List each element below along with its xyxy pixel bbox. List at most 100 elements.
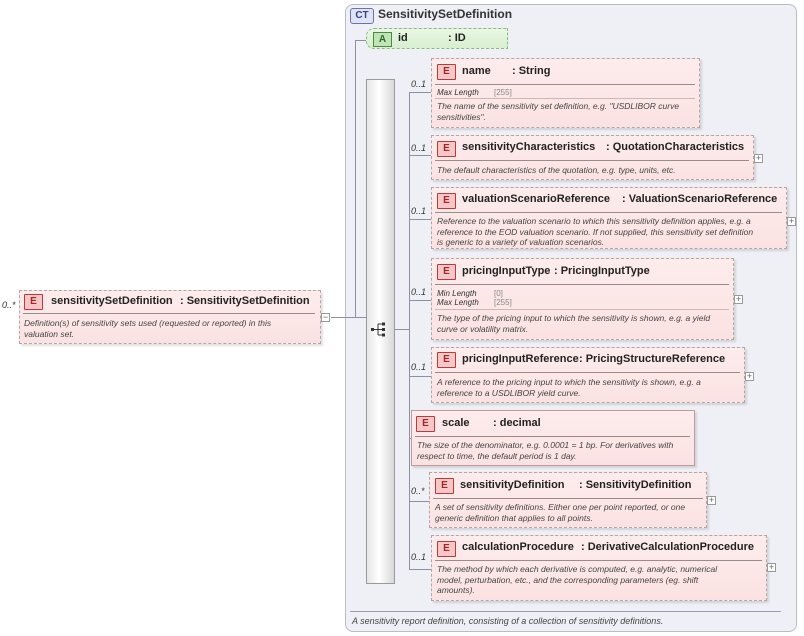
- element-sensitivity-characteristics-name: sensitivityCharacteristics: [462, 141, 596, 153]
- sensitivity-definition-cardinality: 0..*: [411, 486, 425, 496]
- attribute-id-box[interactable]: [366, 28, 508, 49]
- root-element-badge: E: [24, 294, 43, 310]
- element-valuation-scenario-reference-documentation: Reference to the valuation scenario to w…: [437, 216, 754, 247]
- element-name-type: : String: [512, 65, 551, 77]
- root-element-type: : SensitivitySetDefinition: [180, 295, 310, 307]
- valuation-scenario-reference-cardinality: 0..1: [411, 206, 427, 216]
- root-element-name: sensitivitySetDefinition: [51, 295, 173, 307]
- element-valuation-scenario-reference-box[interactable]: [431, 187, 787, 249]
- branch-line-valuation-scenario-reference: [409, 219, 431, 220]
- element-calculation-procedure-name: calculationProcedure: [462, 541, 574, 553]
- branch-line-pricing-input-type: [409, 300, 431, 301]
- element-name-documentation: The name of the sensitivity set definiti…: [437, 101, 680, 122]
- element-pricing-input-type-facet-min-label: Min Length: [437, 289, 477, 298]
- element-scale-documentation: The size of the denominator, e.g. 0.0001…: [417, 440, 674, 461]
- attribute-connector: [355, 40, 368, 41]
- branch-line-sensitivity-characteristics: [409, 155, 431, 156]
- root-documentation: Definition(s) of sensitivity sets used (…: [24, 318, 272, 339]
- element-pricing-input-reference-box[interactable]: [431, 347, 745, 403]
- element-sensitivity-definition-type: : SensitivityDefinition: [579, 479, 692, 491]
- element-name-facet-label: Max Length: [437, 88, 479, 97]
- complex-type-footer-divider: [350, 611, 781, 612]
- complex-type-badge: CT: [350, 8, 374, 24]
- element-calculation-procedure-expand[interactable]: +: [767, 562, 776, 572]
- element-name-separator-2: [435, 98, 695, 99]
- element-pricing-input-type-badge: E: [437, 264, 456, 280]
- element-valuation-scenario-reference-type: : ValuationScenarioReference: [622, 193, 778, 205]
- sensitivity-characteristics-cardinality: 0..1: [411, 143, 427, 153]
- element-sensitivity-characteristics-badge: E: [437, 141, 456, 157]
- element-name-badge: E: [437, 64, 456, 80]
- element-sensitivity-definition-name: sensitivityDefinition: [460, 479, 565, 491]
- element-scale-box[interactable]: [411, 410, 695, 466]
- element-calculation-procedure-separator: [435, 560, 762, 561]
- element-pricing-input-type-documentation: The type of the pricing input to which t…: [437, 313, 711, 334]
- element-calculation-procedure-box[interactable]: [431, 535, 767, 601]
- sequence-compositor[interactable]: [366, 79, 395, 584]
- element-pricing-input-reference-documentation: A reference to the pricing input to whic…: [437, 377, 701, 398]
- element-name-box[interactable]: [431, 58, 700, 128]
- element-name-name: name: [462, 65, 491, 77]
- calculation-procedure-cardinality: 0..1: [411, 552, 427, 562]
- element-pricing-input-reference-expand[interactable]: +: [745, 371, 754, 381]
- element-pricing-input-reference-name: pricingInputReference: [462, 353, 579, 365]
- element-pricing-input-type-facet-max-label: Max Length: [437, 298, 479, 307]
- sequence-connector: [355, 317, 366, 318]
- element-sensitivity-definition-box[interactable]: [429, 472, 707, 528]
- element-pricing-input-reference-type: : PricingStructureReference: [579, 353, 726, 365]
- attribute-name: id: [398, 32, 408, 44]
- element-pricing-input-reference-separator: [435, 372, 740, 373]
- element-pricing-input-type-type: : PricingInputType: [554, 265, 650, 277]
- element-sensitivity-characteristics-expand[interactable]: +: [754, 153, 763, 163]
- complex-type-title: SensitivitySetDefinition: [378, 7, 513, 21]
- attribute-type: : ID: [448, 32, 466, 44]
- element-calculation-procedure-badge: E: [437, 541, 456, 557]
- pricing-input-reference-cardinality: 0..1: [411, 362, 427, 372]
- root-connector: [331, 317, 355, 318]
- root-cardinality: 0..*: [2, 300, 16, 310]
- tree-trunk-line: [355, 40, 356, 318]
- sequence-icon: [371, 322, 385, 337]
- element-sensitivity-characteristics-separator: [435, 160, 749, 161]
- element-sensitivity-definition-expand[interactable]: +: [707, 495, 716, 505]
- branch-line-name: [409, 92, 431, 93]
- element-pricing-input-type-facet-max-value: [255]: [494, 298, 512, 307]
- element-scale-badge: E: [416, 416, 435, 432]
- element-sensitivity-characteristics-documentation: The default characteristics of the quota…: [437, 165, 676, 175]
- element-scale-separator: [415, 436, 690, 437]
- element-calculation-procedure-type: : DerivativeCalculationProcedure: [581, 541, 755, 553]
- element-pricing-input-type-box[interactable]: [431, 258, 734, 340]
- sequence-out-line: [395, 329, 409, 330]
- element-pricing-input-type-separator: [435, 284, 729, 285]
- element-sensitivity-characteristics-type: : QuotationCharacteristics: [606, 141, 745, 153]
- element-valuation-scenario-reference-name: valuationScenarioReference: [462, 193, 610, 205]
- root-element-box[interactable]: [19, 290, 321, 344]
- element-scale-type: : decimal: [493, 417, 541, 429]
- element-pricing-input-type-expand[interactable]: +: [734, 294, 743, 304]
- element-sensitivity-definition-badge: E: [435, 478, 454, 494]
- element-valuation-scenario-reference-badge: E: [437, 193, 456, 209]
- element-valuation-scenario-reference-expand[interactable]: +: [787, 216, 796, 226]
- branch-line-pricing-input-reference: [409, 376, 431, 377]
- branch-line-calculation-procedure: [409, 569, 431, 570]
- element-sensitivity-definition-documentation: A set of sensitivity definitions. Either…: [435, 502, 686, 523]
- element-calculation-procedure-documentation: The method by which each derivative is c…: [437, 564, 718, 595]
- attribute-badge: A: [373, 32, 392, 47]
- element-valuation-scenario-reference-separator: [435, 212, 782, 213]
- element-pricing-input-type-separator-2: [435, 309, 729, 310]
- name-cardinality: 0..1: [411, 79, 427, 89]
- branch-line-sensitivity-definition: [409, 501, 431, 502]
- element-name-separator: [435, 84, 695, 85]
- element-name-facet-value: [255]: [494, 88, 512, 97]
- complex-type-documentation: A sensitivity report definition, consist…: [352, 616, 664, 626]
- element-scale-name: scale: [442, 417, 470, 429]
- root-collapse-toggle[interactable]: −: [321, 312, 330, 322]
- element-sensitivity-characteristics-box[interactable]: [431, 135, 754, 180]
- branch-line-scale: [409, 438, 411, 439]
- element-pricing-input-reference-badge: E: [437, 352, 456, 368]
- sequence-branch-line: [409, 92, 410, 569]
- element-sensitivity-definition-separator: [433, 498, 703, 499]
- pricing-input-type-cardinality: 0..1: [411, 287, 427, 297]
- element-pricing-input-type-name: pricingInputType: [462, 265, 551, 277]
